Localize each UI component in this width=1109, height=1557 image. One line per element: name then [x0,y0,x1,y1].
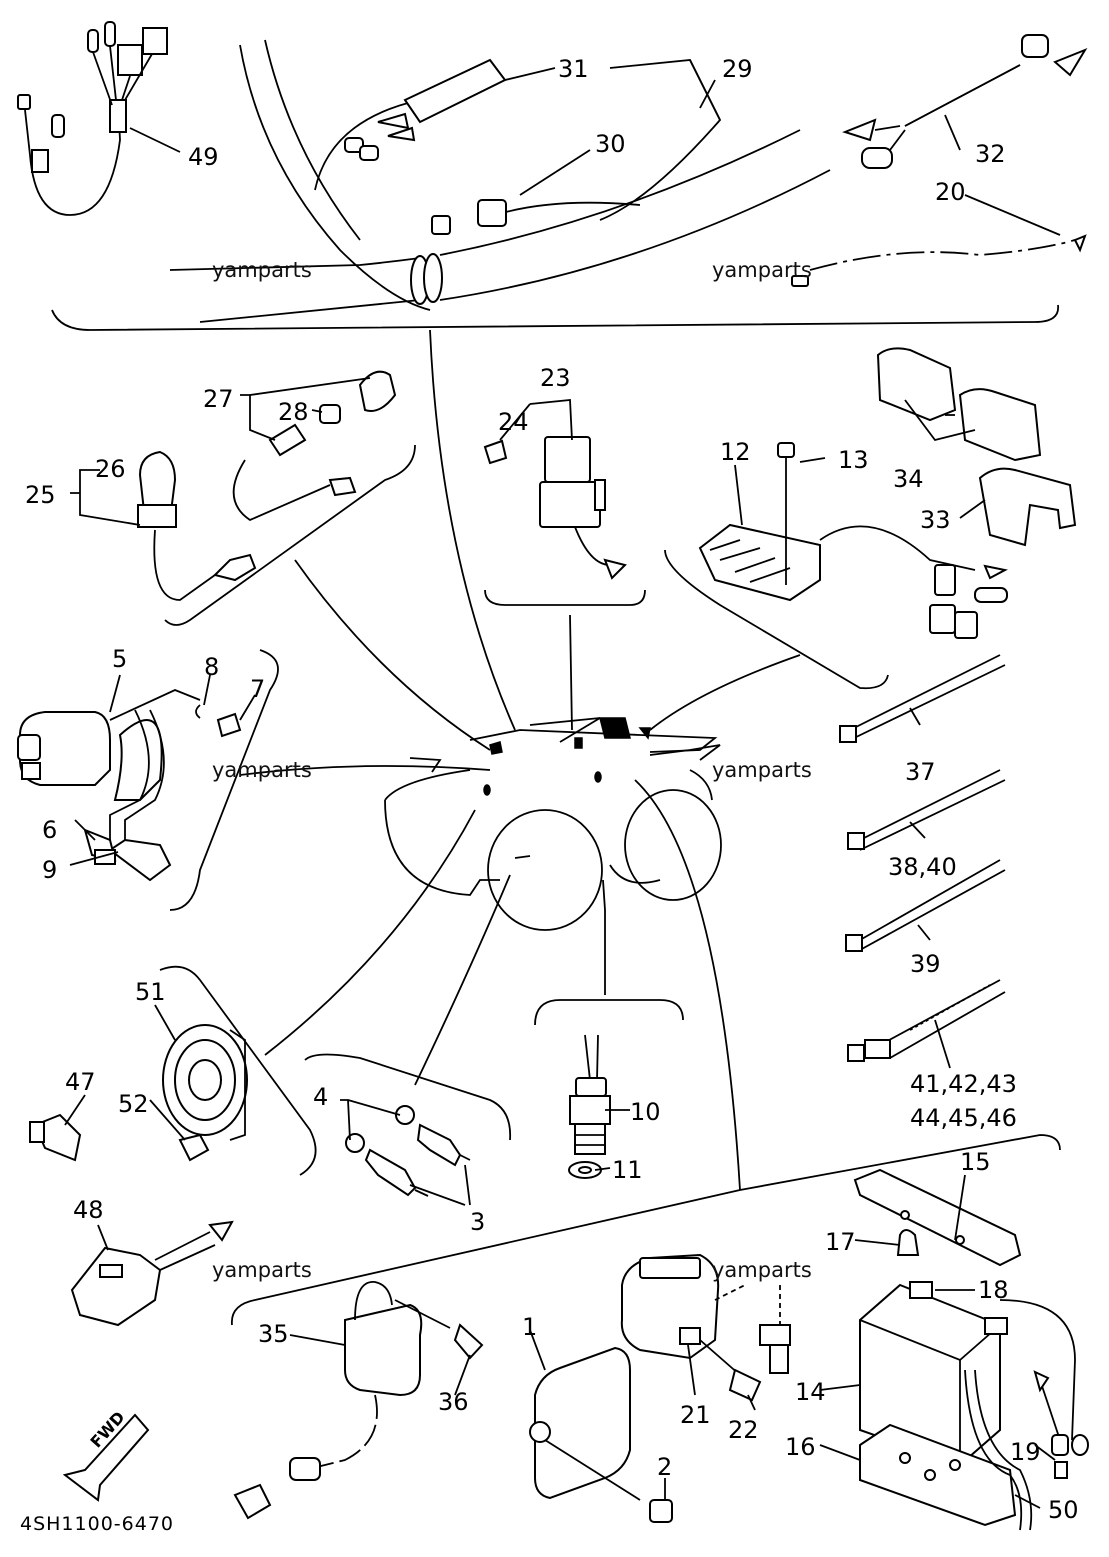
group-1-2 [529,1346,673,1523]
label-part-17: 17 [825,1228,856,1256]
label-part-9: 9 [42,856,58,884]
label-part-30: 30 [595,130,626,158]
label-part-49: 49 [188,143,219,171]
lower-group-boundary [231,1134,1061,1326]
label-part-18: 18 [978,1276,1009,1304]
label-part-37: 37 [905,758,936,786]
label-part-20: 20 [935,178,966,206]
watermark: yamparts [212,258,312,282]
watermark: yamparts [712,1258,812,1282]
label-part-4: 4 [313,1083,329,1111]
label-part-27: 27 [203,385,234,413]
label-part-19: 19 [1010,1438,1041,1466]
label-part-33: 33 [920,506,951,534]
group-15-17 [853,1168,1022,1267]
fwd-arrow [62,1413,150,1502]
label-part-6: 6 [42,816,58,844]
group-3-4 [304,1053,512,1197]
label-part-12: 12 [720,438,751,466]
label-part-44-46: 44,45,46 [910,1104,1017,1132]
label-part-34: 34 [893,465,924,493]
watermark: yamparts [712,758,812,782]
label-part-52: 52 [118,1090,149,1118]
group-12-13 [664,442,1008,690]
label-part-2: 2 [657,1453,673,1481]
watermark: yamparts [212,1258,312,1282]
watermark: yamparts [712,258,812,282]
watermark: yamparts [212,758,312,782]
group-25-28 [137,370,416,626]
label-part-38-40: 38,40 [888,853,957,881]
label-part-23: 23 [540,364,571,392]
label-part-31: 31 [558,55,589,83]
label-part-22: 22 [728,1416,759,1444]
leader-lines [239,329,801,1191]
group-5-9 [17,649,279,911]
label-part-51: 51 [135,978,166,1006]
cable-ties [839,654,1006,1062]
label-part-1: 1 [522,1313,538,1341]
diagram-code: 4SH1100-6470 [20,1513,174,1535]
label-part-29: 29 [722,55,753,83]
group-51-52 [29,965,317,1176]
callout-leaders [64,59,1061,1509]
wire-harness-group [17,21,1088,331]
label-part-3: 3 [470,1208,486,1236]
label-part-21: 21 [680,1401,711,1429]
group-10-11 [534,999,684,1179]
covers-33-34 [876,347,1077,547]
label-part-13: 13 [838,446,869,474]
group-23-24 [483,436,646,606]
group-21-22 [620,1253,791,1402]
label-part-8: 8 [204,653,220,681]
vehicle-silhouette [384,717,722,931]
group-14-50 [859,1281,1089,1531]
label-part-10: 10 [630,1098,661,1126]
label-part-41-43: 41,42,43 [910,1070,1017,1098]
label-part-26: 26 [95,455,126,483]
label-part-50: 50 [1048,1496,1079,1524]
label-part-14: 14 [795,1378,826,1406]
label-part-7: 7 [250,675,266,703]
label-part-28: 28 [278,398,309,426]
label-part-11: 11 [612,1156,643,1184]
label-part-16: 16 [785,1433,816,1461]
group-35-36 [233,1281,484,1520]
label-part-25: 25 [25,481,56,509]
label-part-36: 36 [438,1388,469,1416]
label-part-35: 35 [258,1320,289,1348]
label-part-48: 48 [73,1196,104,1224]
label-part-24: 24 [498,408,529,436]
label-part-47: 47 [65,1068,96,1096]
label-part-39: 39 [910,950,941,978]
label-part-5: 5 [112,645,128,673]
label-part-32: 32 [975,140,1006,168]
part-48 [70,1220,234,1327]
label-part-15: 15 [960,1148,991,1176]
